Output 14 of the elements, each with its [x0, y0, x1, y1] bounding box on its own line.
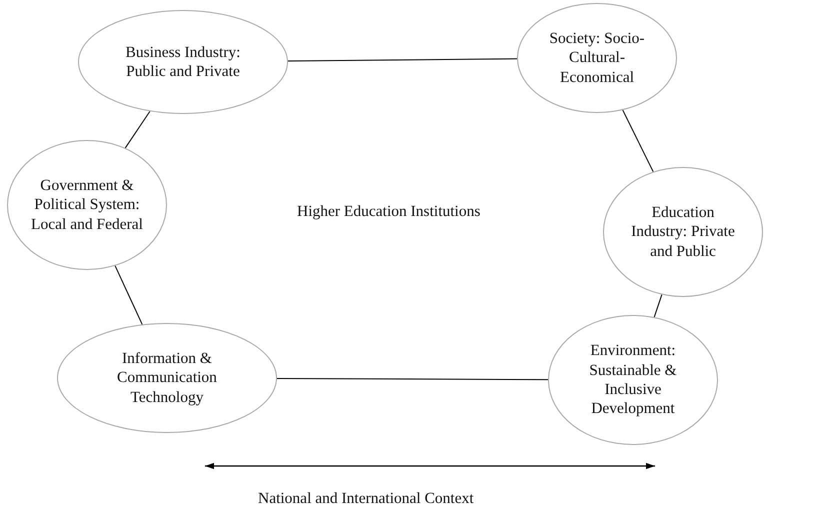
- connector-line: [276, 378, 548, 380]
- connector-line: [654, 294, 662, 318]
- node-label: Environment: Sustainable & Inclusive Development: [588, 341, 678, 419]
- text-label: Higher Education Institutions: [297, 203, 480, 221]
- connector-line: [287, 58, 518, 62]
- node-label: Education Industry: Private and Public: [630, 202, 736, 262]
- node-label: Government & Political System: Local and Federal: [30, 176, 144, 234]
- text-label: National and International Context: [258, 490, 474, 508]
- node-label: Business Industry: Public and Private: [124, 42, 242, 82]
- connector-line: [622, 110, 654, 172]
- connector-line: [124, 110, 150, 148]
- node-label: Information & Communication Technology: [116, 348, 218, 408]
- node-label: Society: Socio-Cultural-Economical: [548, 28, 646, 88]
- connector-line: [114, 265, 143, 325]
